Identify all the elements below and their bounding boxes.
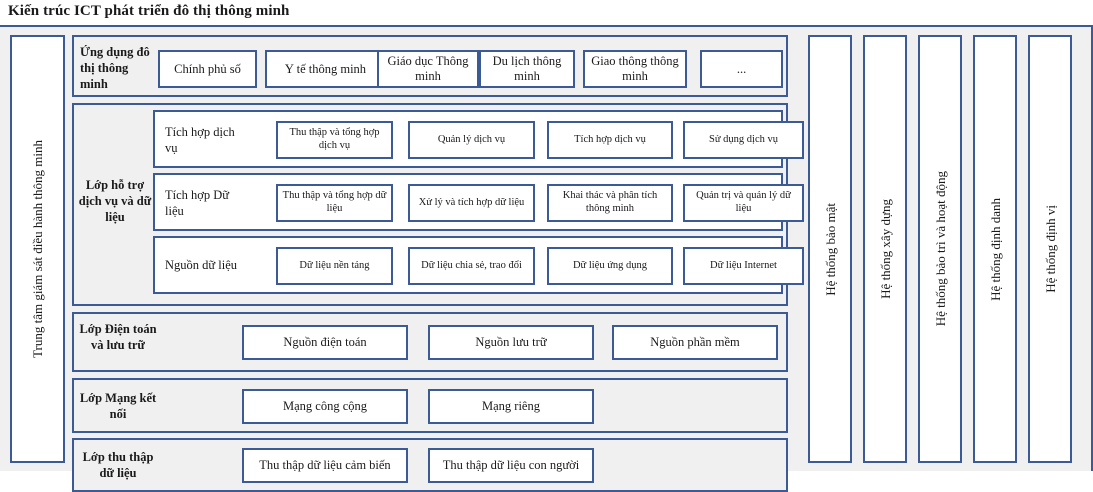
pillar-security-system[interactable]: Hệ thống bảo mật xyxy=(808,35,852,463)
compute-cell-storage-resource[interactable]: Nguồn lưu trữ xyxy=(428,325,594,360)
layer-network[interactable]: Lớp Mạng kết nối Mạng công cộng Mạng riê… xyxy=(72,378,788,433)
data-integration-row-label: Tích hợp Dữ liệu xyxy=(165,188,230,219)
data-integration-row[interactable]: Tích hợp Dữ liệu Thu thập và tổng hợp dữ… xyxy=(153,173,804,231)
source-cell-shared-data-label: Dữ liệu chia sẻ, trao đổi xyxy=(421,259,522,271)
app-cell-more[interactable]: ... xyxy=(700,50,783,88)
pillar-security-system-label: Hệ thống bảo mật xyxy=(822,202,838,296)
layer-data-collection-label: Lớp thu thập dữ liệu xyxy=(82,450,154,480)
source-cell-application-data[interactable]: Dữ liệu ứng dụng xyxy=(547,247,673,285)
pillar-construction-system-label: Hệ thống xây dựng xyxy=(877,199,893,299)
service-cell-usage-label: Sử dụng dịch vụ xyxy=(709,133,778,145)
pillar-identity-system[interactable]: Hệ thống định danh xyxy=(973,35,1017,463)
data-cell-mining-analytics-label: Khai thác và phân tích thông minh xyxy=(562,190,658,214)
app-cell-more-label: ... xyxy=(736,61,747,76)
network-cell-private[interactable]: Mạng riêng xyxy=(428,389,594,424)
source-cell-internet-data-label: Dữ liệu Internet xyxy=(710,259,777,271)
layer-compute-storage[interactable]: Lớp Điện toán và lưu trữ Nguồn điện toán… xyxy=(72,312,788,372)
service-integration-row[interactable]: Tích hợp dịch vụ Thu thập và tổng hợp dị… xyxy=(153,110,804,168)
app-cell-smart-tourism-label: Du lịch thông minh xyxy=(492,54,562,83)
compute-cell-storage-resource-label: Nguồn lưu trữ xyxy=(475,335,547,349)
app-cell-smart-tourism[interactable]: Du lịch thông minh xyxy=(479,50,575,88)
data-cell-process-integrate[interactable]: Xử lý và tích hợp dữ liệu xyxy=(408,184,535,222)
network-cell-private-label: Mạng riêng xyxy=(482,399,540,413)
service-cell-integration-label: Tích hợp dịch vụ xyxy=(574,133,646,145)
compute-cell-software-resource-label: Nguồn phần mềm xyxy=(650,335,740,349)
app-cell-smart-health[interactable]: Y tế thông minh xyxy=(265,50,386,88)
source-cell-platform-data[interactable]: Dữ liệu nền tảng xyxy=(276,247,393,285)
layer-application[interactable]: Ứng dụng đô thị thông minh Chính phủ số … xyxy=(72,35,788,97)
source-cell-platform-data-label: Dữ liệu nền tảng xyxy=(299,259,370,271)
app-cell-digital-government[interactable]: Chính phủ số xyxy=(158,50,257,88)
pillar-operations-center-label: Trung tâm giám sát điều hành thông minh xyxy=(30,140,45,358)
compute-cell-computing-resource-label: Nguồn điện toán xyxy=(283,335,367,349)
layer-service-data[interactable]: Lớp hỗ trợ dịch vụ và dữ liệu Tích hợp d… xyxy=(72,103,804,306)
data-source-row-label: Nguồn dữ liệu xyxy=(165,258,238,272)
page-title: Kiến trúc ICT phát triển đô thị thông mi… xyxy=(8,3,290,19)
pillar-positioning-system-label: Hệ thống định vị xyxy=(1042,205,1058,293)
service-cell-management-label: Quản lý dịch vụ xyxy=(437,133,506,145)
compute-cell-software-resource[interactable]: Nguồn phần mềm xyxy=(612,325,778,360)
source-cell-application-data-label: Dữ liệu ứng dụng xyxy=(572,259,648,271)
source-cell-internet-data[interactable]: Dữ liệu Internet xyxy=(683,247,804,285)
service-cell-management[interactable]: Quản lý dịch vụ xyxy=(408,121,535,159)
data-cell-process-integrate-label: Xử lý và tích hợp dữ liệu xyxy=(418,196,525,208)
app-cell-smart-transport[interactable]: Giao thông thông minh xyxy=(583,50,687,88)
compute-cell-computing-resource[interactable]: Nguồn điện toán xyxy=(242,325,408,360)
layer-compute-storage-label: Lớp Điện toán và lưu trữ xyxy=(79,322,157,352)
layer-data-collection[interactable]: Lớp thu thập dữ liệu Thu thập dữ liệu cả… xyxy=(72,438,788,492)
service-cell-integration[interactable]: Tích hợp dịch vụ xyxy=(547,121,673,159)
service-integration-row-label: Tích hợp dịch vụ xyxy=(165,125,235,156)
service-cell-usage[interactable]: Sử dụng dịch vụ xyxy=(683,121,804,159)
pillar-construction-system[interactable]: Hệ thống xây dựng xyxy=(863,35,907,463)
pillar-identity-system-label: Hệ thống định danh xyxy=(987,197,1003,301)
layer-service-data-label: Lớp hỗ trợ dịch vụ và dữ liệu xyxy=(78,178,152,224)
collection-cell-human-data-label: Thu thập dữ liệu con người xyxy=(442,458,580,472)
app-cell-smart-health-label: Y tế thông minh xyxy=(284,61,367,76)
collection-cell-sensor-data[interactable]: Thu thập dữ liệu cảm biến xyxy=(242,448,408,483)
pillar-operations-center[interactable]: Trung tâm giám sát điều hành thông minh xyxy=(10,35,65,463)
pillar-positioning-system[interactable]: Hệ thống định vị xyxy=(1028,35,1072,463)
app-cell-smart-transport-label: Giao thông thông minh xyxy=(591,54,679,83)
app-cell-smart-education[interactable]: Giáo dục Thông minh xyxy=(377,50,479,88)
title-divider xyxy=(0,25,1093,27)
network-cell-public-label: Mạng công cộng xyxy=(282,399,367,413)
app-cell-smart-education-label: Giáo dục Thông minh xyxy=(387,54,469,83)
architecture-diagram: Trung tâm giám sát điều hành thông minh … xyxy=(0,27,1093,492)
app-cell-digital-government-label: Chính phủ số xyxy=(174,61,241,76)
layer-application-label: Ứng dụng đô thị thông minh xyxy=(80,45,150,91)
data-cell-mining-analytics[interactable]: Khai thác và phân tích thông minh xyxy=(547,184,673,222)
data-cell-governance-label: Quản trị và quản lý dữ liệu xyxy=(696,190,791,214)
source-cell-shared-data[interactable]: Dữ liệu chia sẻ, trao đổi xyxy=(408,247,535,285)
pillar-maintenance-operations-system[interactable]: Hệ thống bảo trì và hoạt động xyxy=(918,35,962,463)
collection-cell-sensor-data-label: Thu thập dữ liệu cảm biến xyxy=(259,458,391,472)
network-cell-public[interactable]: Mạng công cộng xyxy=(242,389,408,424)
data-cell-collect-aggregate-label: Thu thập và tổng hợp dữ liệu xyxy=(282,190,387,214)
data-source-row[interactable]: Nguồn dữ liệu Dữ liệu nền tảng Dữ liệu c… xyxy=(153,236,804,294)
service-cell-collect-aggregate[interactable]: Thu thập và tổng hợp dịch vụ xyxy=(276,121,393,159)
title-bar: Kiến trúc ICT phát triển đô thị thông mi… xyxy=(0,0,1093,27)
layer-network-label: Lớp Mạng kết nối xyxy=(79,391,157,421)
pillar-maintenance-operations-system-label: Hệ thống bảo trì và hoạt động xyxy=(932,171,948,327)
service-cell-collect-aggregate-label: Thu thập và tổng hợp dịch vụ xyxy=(289,127,380,151)
data-cell-governance[interactable]: Quản trị và quản lý dữ liệu xyxy=(683,184,804,222)
data-cell-collect-aggregate[interactable]: Thu thập và tổng hợp dữ liệu xyxy=(276,184,393,222)
collection-cell-human-data[interactable]: Thu thập dữ liệu con người xyxy=(428,448,594,483)
